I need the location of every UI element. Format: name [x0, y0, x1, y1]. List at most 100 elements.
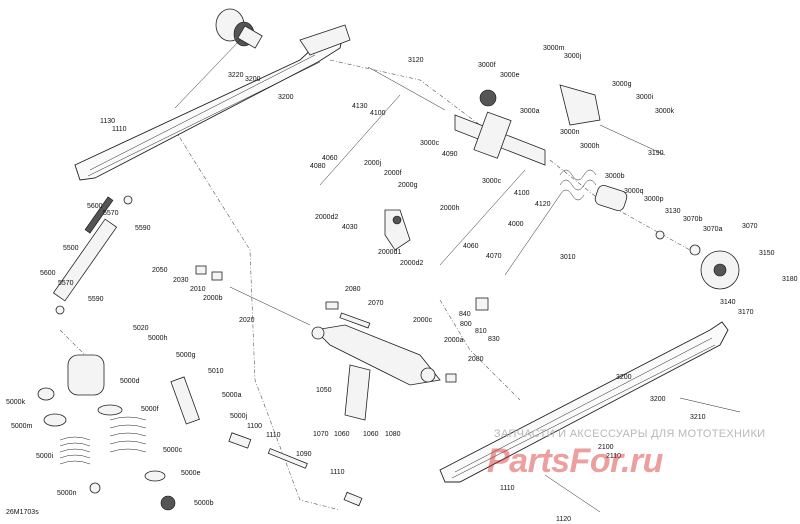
callout-3000f: 3000f	[478, 62, 496, 69]
front-arm	[311, 324, 441, 421]
diagram-reference-code: 26M1703s	[6, 509, 39, 516]
callout-4000: 4000	[508, 221, 524, 228]
callout-4090: 4090	[442, 151, 458, 158]
callout-810: 810	[475, 328, 487, 335]
callout-3000m: 3000m	[543, 45, 565, 52]
callout-4100b: 4100	[514, 190, 530, 197]
callout-1130: 1130	[100, 118, 115, 125]
center-axle-assembly	[454, 84, 601, 166]
callout-4080: 4080	[310, 163, 326, 170]
callout-3000i: 3000i	[636, 94, 654, 101]
callout-3200c: 3200	[616, 374, 632, 381]
callout-4060b: 4060	[463, 243, 479, 250]
callout-2000b: 2000b	[203, 295, 223, 302]
callout-1120: 1120	[556, 516, 571, 523]
callout-2030: 2030	[173, 277, 189, 284]
callout-2080a: 2080	[345, 286, 361, 293]
callout-3000n: 3000n	[560, 129, 580, 136]
callout-5600: 5600	[87, 203, 103, 210]
callout-5000b: 5000b	[194, 500, 214, 507]
callout-3000h: 3000h	[580, 143, 600, 150]
callout-3070b: 3070b	[683, 216, 703, 223]
callout-3170: 3170	[738, 309, 754, 316]
callout-3140: 3140	[720, 299, 736, 306]
callout-3000p: 3000p	[644, 196, 664, 203]
callout-5000e: 5000e	[181, 470, 201, 477]
front-shock-assembly	[37, 354, 200, 511]
watermark-tagline: ЗАПЧАСТИ И АКСЕССУАРЫ ДЛЯ МОТОТЕХНИКИ	[494, 428, 766, 440]
callout-5570b: 5570	[58, 280, 74, 287]
hardware-bushings	[195, 265, 741, 513]
callout-3010: 3010	[560, 254, 576, 261]
callout-2100: 2100	[598, 444, 614, 451]
callout-5000j: 5000j	[230, 413, 248, 420]
callout-1090: 1090	[296, 451, 312, 458]
callout-3000a: 3000a	[520, 108, 540, 115]
callout-3000k: 3000k	[655, 108, 675, 115]
callout-840: 840	[459, 311, 471, 318]
callout-2000f: 2000f	[384, 170, 402, 177]
callout-1100: 1100	[247, 423, 262, 430]
callout-1110b: 1110	[266, 432, 281, 439]
callout-3000j: 3000j	[564, 53, 582, 60]
callout-4070: 4070	[486, 253, 502, 260]
callout-2080b: 2080	[468, 356, 484, 363]
callout-1060a: 1060	[334, 431, 350, 438]
callout-3000c1: 3000c	[420, 140, 440, 147]
front-idler-hub	[174, 8, 263, 109]
watermark-brand-logo: PartsFor.ru	[487, 442, 663, 480]
callout-3200a: 3200	[245, 76, 261, 83]
callout-2020: 2020	[239, 317, 255, 324]
callout-3190: 3190	[648, 150, 664, 157]
callout-4100a: 4100	[370, 110, 386, 117]
callout-1110d: 1110	[500, 485, 515, 492]
callout-800: 800	[460, 321, 472, 328]
rear-shock-absorber	[52, 195, 133, 315]
callout-3200b: 3200	[278, 94, 294, 101]
callout-4130: 4130	[352, 103, 368, 110]
callout-5000h: 5000h	[148, 335, 168, 342]
callout-3000c2: 3000c	[482, 178, 502, 185]
callout-5590b: 5590	[88, 296, 104, 303]
callout-3180: 3180	[782, 276, 798, 283]
callout-3150: 3150	[759, 250, 775, 257]
callout-5010: 5010	[208, 368, 224, 375]
callout-4030: 4030	[342, 224, 358, 231]
cross-shafts	[229, 66, 666, 326]
callout-2000d1: 2000d1	[378, 249, 401, 256]
callout-3220: 3220	[228, 72, 244, 79]
callout-5570a: 5570	[103, 210, 119, 217]
torsion-springs	[559, 169, 597, 201]
callout-5600b: 5600	[40, 270, 56, 277]
callout-5000n: 5000n	[57, 490, 77, 497]
callout-3210: 3210	[690, 414, 706, 421]
pivot-bracket	[384, 209, 411, 251]
callout-5000a: 5000a	[222, 392, 242, 399]
callout-2000c: 2000c	[413, 317, 433, 324]
rear-axle-parts	[594, 185, 740, 290]
callout-1080: 1080	[385, 431, 401, 438]
callout-1110c: 1110	[330, 469, 345, 476]
callout-5000d: 5000d	[120, 378, 140, 385]
callout-5500: 5500	[63, 245, 79, 252]
callout-5000f: 5000f	[141, 406, 159, 413]
left-slide-rail	[74, 24, 351, 181]
callout-3000b: 3000b	[605, 173, 625, 180]
callout-2070: 2070	[368, 300, 384, 307]
callout-3070a: 3070a	[703, 226, 723, 233]
callout-2000d2a: 2000d2	[315, 214, 338, 221]
callout-5000m: 5000m	[11, 423, 33, 430]
callout-5020: 5020	[133, 325, 149, 332]
callout-830: 830	[488, 336, 500, 343]
callout-5000i: 5000i	[36, 453, 54, 460]
callout-1060b: 1060	[363, 431, 379, 438]
callout-3120: 3120	[408, 57, 424, 64]
callout-2000a: 2000a	[444, 337, 464, 344]
callout-3000q: 3000q	[624, 188, 644, 195]
callout-1070: 1070	[313, 431, 329, 438]
callout-2000h: 2000h	[440, 205, 460, 212]
callout-3130: 3130	[665, 208, 681, 215]
callout-4120: 4120	[535, 201, 551, 208]
callout-5000k: 5000k	[6, 399, 26, 406]
